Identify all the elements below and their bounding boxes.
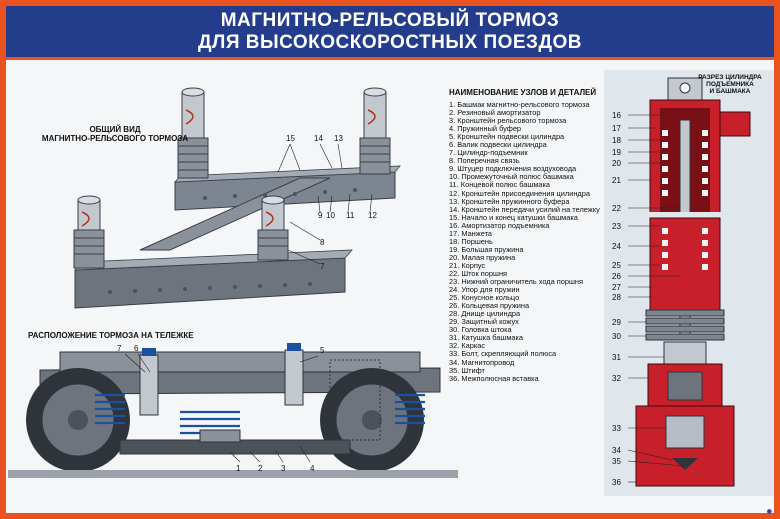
parts-list-item: 32. Каркас — [449, 341, 486, 351]
parts-list-item: 21. Корпус — [449, 260, 486, 270]
callout-4: 4 — [310, 464, 315, 473]
callout-28: 28 — [612, 293, 621, 302]
parts-list-item: 35. Штифт — [449, 365, 485, 375]
title-line-2: ДЛЯ ВЫСОКОСКОРОСТНЫХ ПОЕЗДОВ — [198, 31, 582, 53]
title-line-1: МАГНИТНО-РЕЛЬСОВЫЙ ТОРМОЗ — [220, 9, 560, 31]
callout-14: 14 — [314, 134, 323, 143]
parts-list-item: 23. Нижний ограничитель хода поршня — [449, 277, 583, 287]
parts-list-item: 36. Межполюсная вставка — [449, 373, 539, 383]
callout-3: 3 — [281, 464, 286, 473]
parts-list-item: 25. Конусное кольцо — [449, 293, 520, 303]
title-banner: МАГНИТНО-РЕЛЬСОВЫЙ ТОРМОЗ ДЛЯ ВЫСОКОСКОР… — [6, 6, 774, 60]
parts-list-item: 30. Головка штока — [449, 325, 512, 335]
parts-list-item: 19. Большая пружина — [449, 244, 524, 254]
callout-35: 35 — [612, 457, 621, 466]
callout-15: 15 — [286, 134, 295, 143]
parts-list-title: НАИМЕНОВАНИЕ УЗЛОВ И ДЕТАЛЕЙ — [449, 88, 597, 97]
parts-list-item: 22. Шток поршня — [449, 268, 508, 278]
parts-list-item: 2. Резиновый амортизатор — [449, 108, 541, 118]
callout-21: 21 — [612, 176, 621, 185]
parts-list-item: 1. Башмак магнитно-рельсового тормоза — [449, 100, 590, 109]
parts-list-item: 12. Кронштейн присоединения цилиндра — [449, 188, 590, 198]
parts-list-item: 13. Кронштейн пружинного буфера — [449, 196, 570, 206]
callout-9: 9 — [318, 211, 323, 220]
parts-list-item: 17. Манжета — [449, 228, 492, 238]
cylinder-rear-left — [177, 87, 209, 179]
callout-5: 5 — [320, 346, 325, 355]
callout-7-bogie: 7 — [117, 344, 122, 353]
general-view-label: ОБЩИЙ ВИД МАГНИТНО-РЕЛЬСОВОГО ТОРМОЗА — [40, 125, 190, 143]
parts-list-item: 9. Штуцер подключения воздуховода — [449, 164, 577, 174]
parts-list-item: 31. Катушка башмака — [449, 333, 524, 343]
cross-section-title-line-2: ПОДЪЕМНИКА — [706, 81, 754, 88]
parts-list-item: 11. Концевой полюс башмака — [449, 180, 551, 190]
callout-19: 19 — [612, 148, 621, 157]
parts-list-item: 29. Защитный кожух — [449, 317, 519, 327]
cross-section-title-line-3: И БАШМАКА — [709, 88, 751, 95]
callout-7-general: 7 — [320, 262, 325, 271]
callout-12: 12 — [368, 211, 377, 220]
parts-list-item: 6. Валик подвески цилиндра — [449, 140, 547, 150]
callout-30: 30 — [612, 332, 621, 341]
bogie-drawing — [8, 343, 458, 478]
callout-33: 33 — [612, 424, 621, 433]
cylinder-rear-right — [359, 87, 391, 175]
callout-10: 10 — [326, 211, 335, 220]
callout-27: 27 — [612, 283, 621, 292]
publisher-logo: ◉ — [766, 509, 772, 515]
parts-list-item: 18. Поршень — [449, 236, 493, 246]
callout-13: 13 — [334, 134, 343, 143]
general-view-label-line-1: ОБЩИЙ ВИД — [89, 125, 141, 134]
callout-11: 11 — [346, 211, 355, 220]
parts-list-item: 16. Амортизатор подъемника — [449, 220, 550, 230]
parts-list-item: 24. Упор для пружин — [449, 285, 520, 295]
cylinder-front-right — [257, 195, 289, 261]
parts-list-item: 14. Кронштейн передачи усилий на тележку — [449, 204, 600, 214]
parts-list-item: 20. Малая пружина — [449, 252, 516, 262]
parts-list-item: 7. Цилиндр-подъемник — [449, 148, 528, 158]
callout-29: 29 — [612, 318, 621, 327]
parts-list-item: 15. Начало и конец катушки башмака — [449, 212, 578, 222]
callout-1: 1 — [236, 464, 241, 473]
general-view-drawing — [73, 87, 401, 309]
parts-list-item: 4. Пружинный буфер — [449, 124, 522, 134]
callout-32: 32 — [612, 374, 621, 383]
cross-section-drawing — [627, 77, 751, 487]
callout-22: 22 — [612, 204, 621, 213]
callout-36: 36 — [612, 478, 621, 487]
bogie-view-label: РАСПОЛОЖЕНИЕ ТОРМОЗА НА ТЕЛЕЖКЕ — [28, 331, 194, 340]
cross-section-title: РАЗРЕЗ ЦИЛИНДРА ПОДЪЕМНИКА И БАШМАКА — [686, 74, 774, 95]
callout-24: 24 — [612, 242, 621, 251]
parts-list-item: 33. Болт, скрепляющий полюса — [449, 349, 557, 359]
callout-16: 16 — [612, 111, 621, 120]
parts-list-item: 28. Днище цилиндра — [449, 309, 521, 319]
parts-list-item: 8. Поперечная связь — [449, 156, 520, 166]
cross-section-title-line-1: РАЗРЕЗ ЦИЛИНДРА — [698, 74, 762, 81]
callout-2: 2 — [258, 464, 263, 473]
callout-31: 31 — [612, 353, 621, 362]
callout-8: 8 — [320, 238, 325, 247]
parts-list-item: 26. Кольцевая пружина — [449, 301, 530, 311]
general-view-label-line-2: МАГНИТНО-РЕЛЬСОВОГО ТОРМОЗА — [41, 134, 189, 143]
parts-list-item: 34. Магнитопровод — [449, 357, 515, 367]
parts-list-item: 3. Кронштейн рельсового тормоза — [449, 116, 567, 126]
parts-list-item: 10. Промежуточный полюс башмака — [449, 172, 574, 182]
callout-17: 17 — [612, 124, 621, 133]
callout-34: 34 — [612, 446, 621, 455]
callout-23: 23 — [612, 222, 621, 231]
callout-20: 20 — [612, 159, 621, 168]
callout-25: 25 — [612, 261, 621, 270]
callout-26: 26 — [612, 272, 621, 281]
cylinder-front-left — [73, 195, 105, 269]
callout-6: 6 — [134, 344, 139, 353]
callout-18: 18 — [612, 136, 621, 145]
parts-list-item: 5. Кронштейн подвески цилиндра — [449, 132, 565, 142]
